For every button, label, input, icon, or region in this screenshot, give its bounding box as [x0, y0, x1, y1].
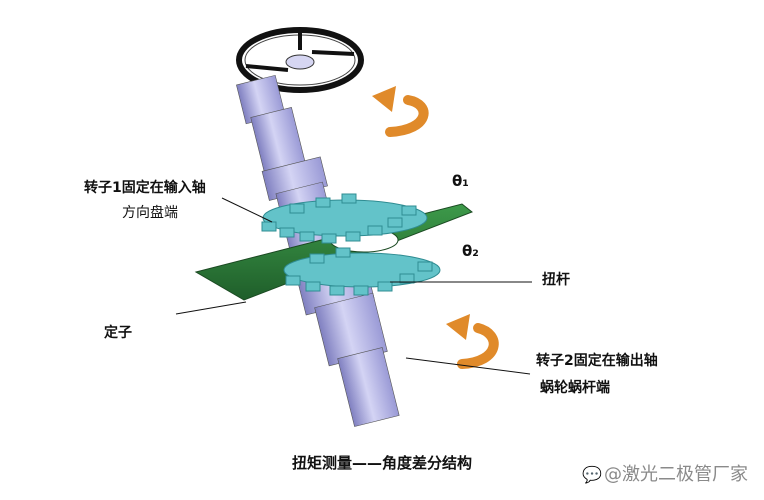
rotor1-label-line1: 转子1固定在输入轴 — [84, 180, 206, 196]
watermark: 💬@激光二极管厂家 — [582, 460, 748, 486]
watermark-text: @激光二极管厂家 — [604, 464, 748, 485]
rotor2-label-line2: 蜗轮蜗杆端 — [540, 380, 610, 396]
wechat-icon: 💬 — [582, 465, 602, 484]
leader-rotor2 — [405, 357, 531, 375]
rotor-2-gear — [283, 247, 441, 296]
leader-rotor1 — [221, 197, 273, 223]
diagram-caption: 扭矩测量——角度差分结构 — [291, 454, 472, 472]
stator-label: 定子 — [104, 325, 132, 341]
theta1-label: θ₁ — [452, 172, 469, 190]
rotation-arrow-top — [372, 86, 429, 137]
leader-stator — [175, 301, 247, 315]
torsion-bar-label: 扭杆 — [542, 272, 570, 288]
theta2-label: θ₂ — [462, 242, 479, 260]
rotation-arrow-bottom — [446, 314, 499, 369]
rotor2-label-line1: 转子2固定在输出轴 — [536, 353, 658, 369]
rotor1-label-line2: 方向盘端 — [122, 205, 178, 221]
steering-wheel — [236, 27, 364, 93]
rotor-1-gear — [261, 193, 428, 244]
